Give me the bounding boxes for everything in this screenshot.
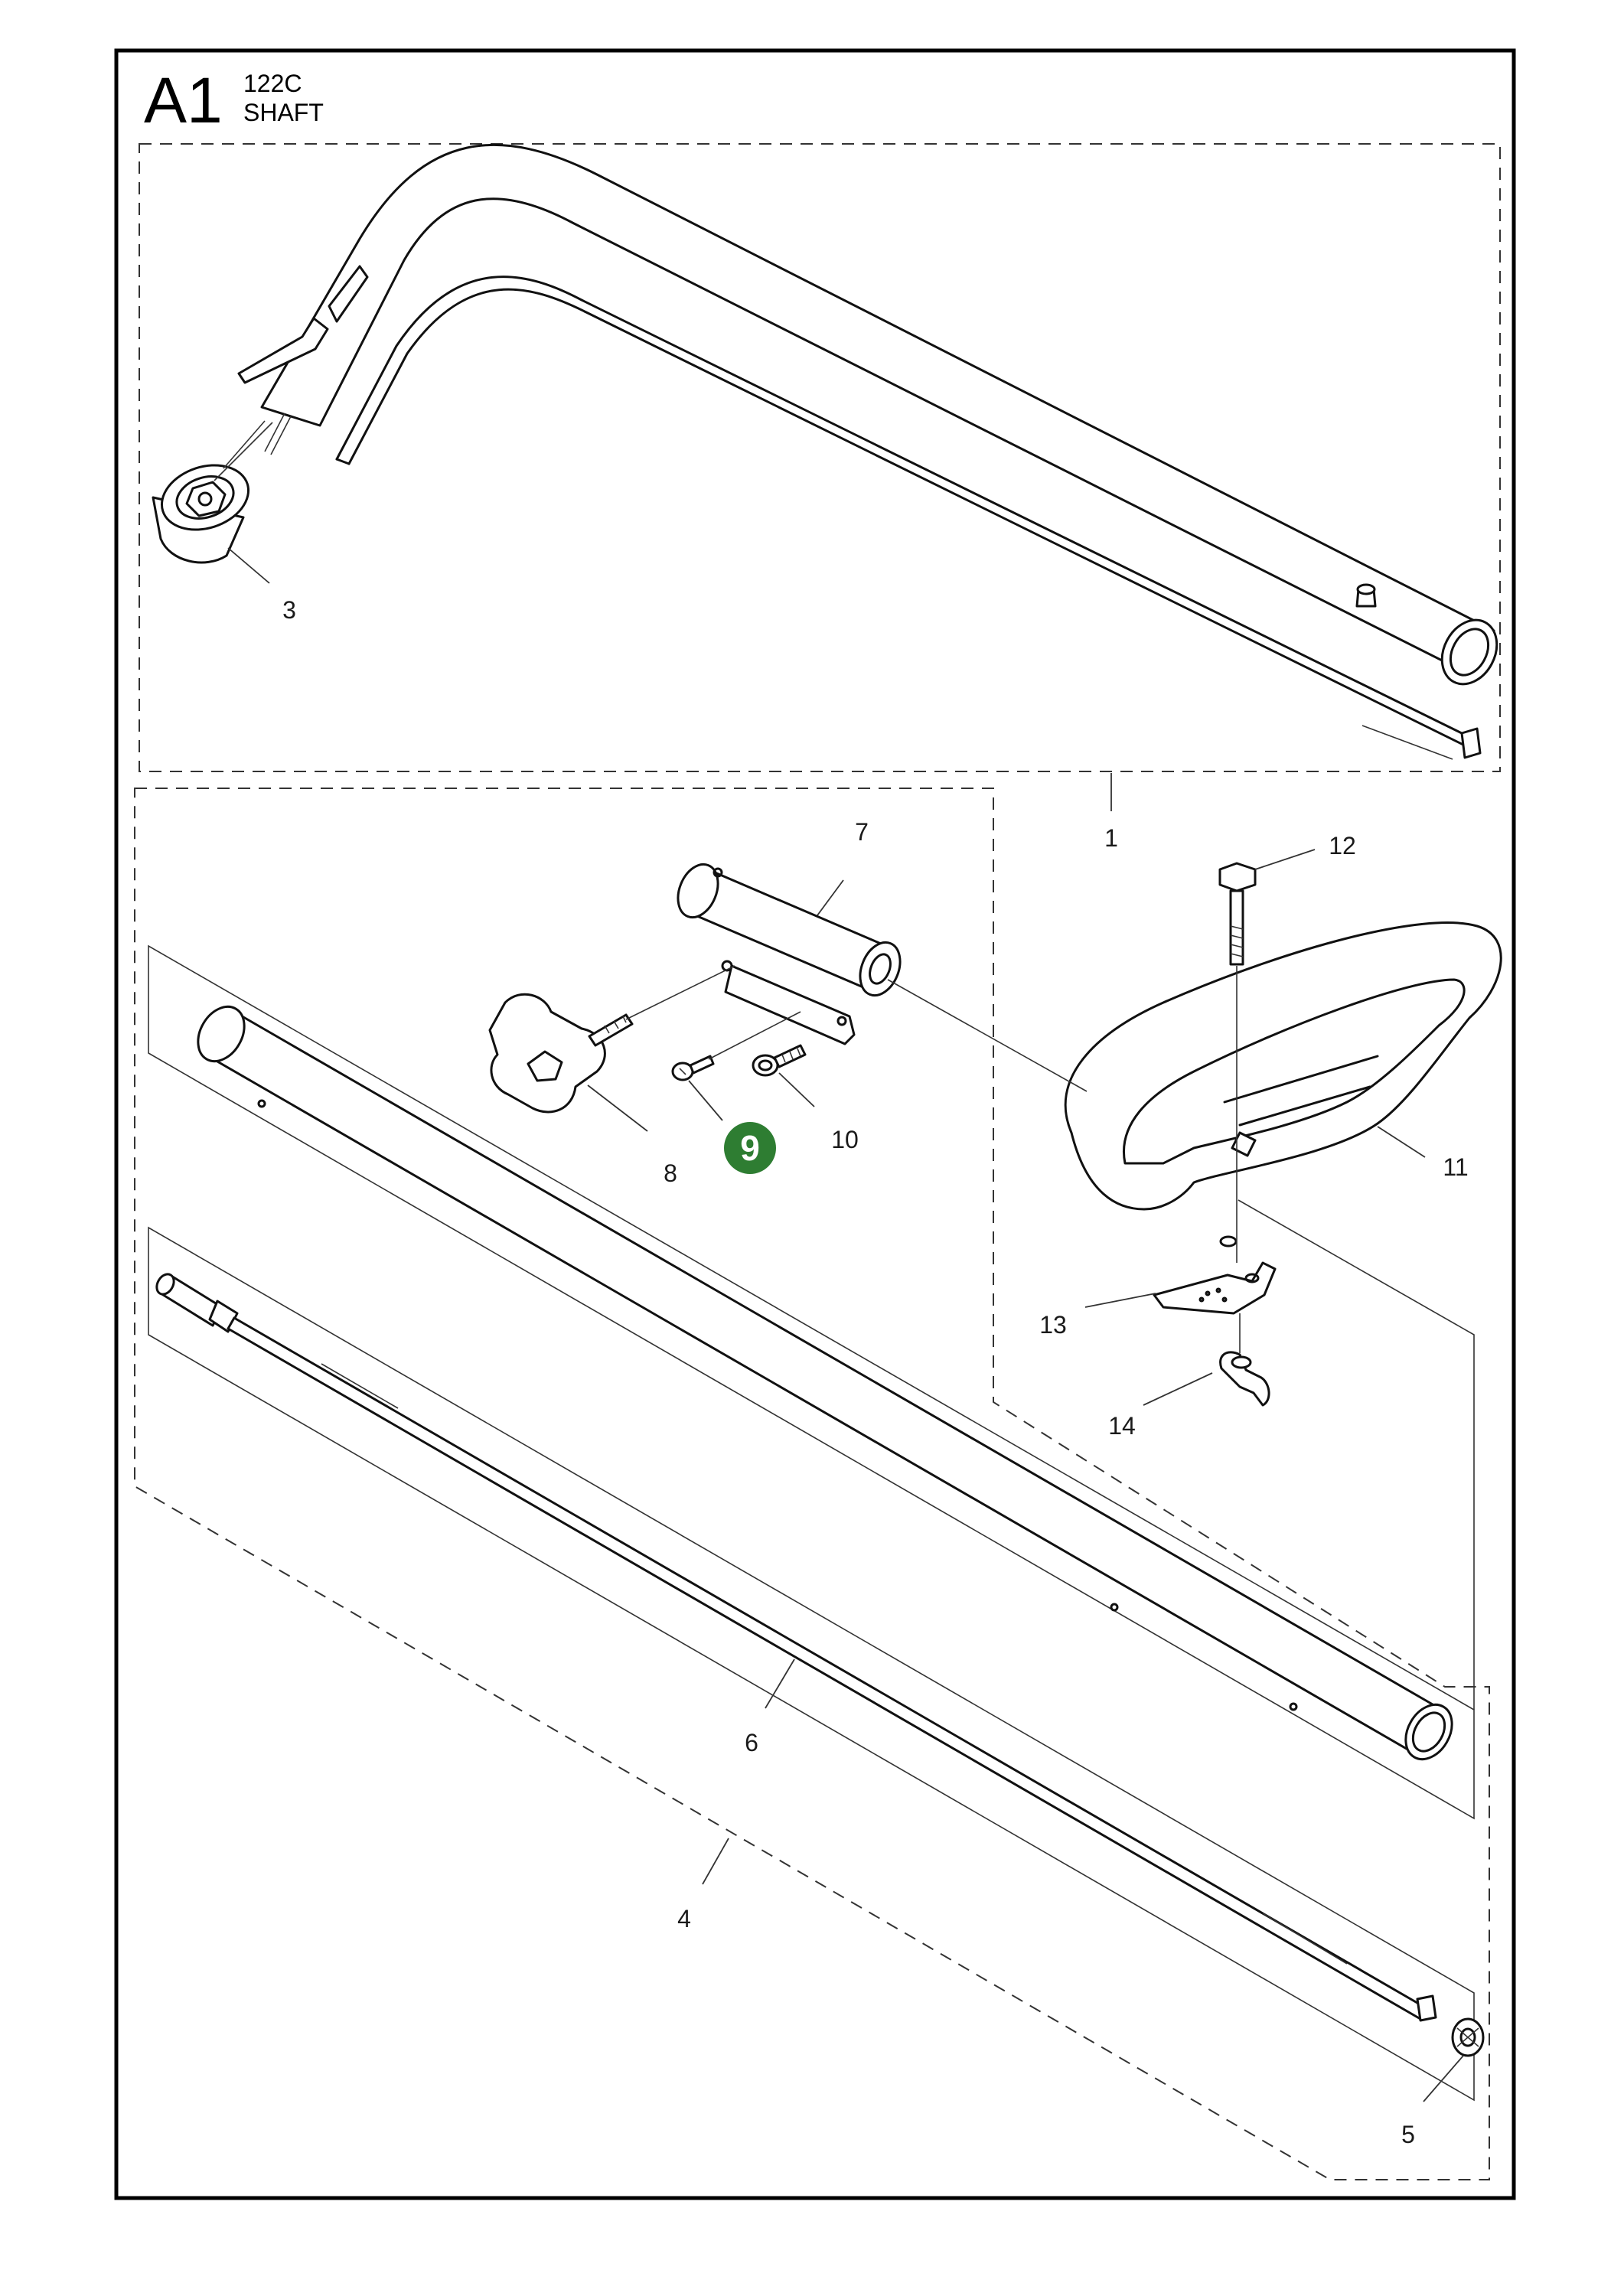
leader-8 — [587, 1084, 648, 1132]
callout-4: 4 — [677, 1905, 691, 1932]
leader-10 — [778, 1072, 815, 1107]
callout-7: 7 — [855, 818, 869, 846]
part-7-clamp[interactable] — [670, 859, 907, 1045]
group-boundary-upper-shaft — [139, 143, 1501, 772]
part-5-washer[interactable] — [1451, 2017, 1485, 2057]
leader-6 — [765, 1658, 795, 1709]
callout-9-highlight[interactable]: 9 — [724, 1122, 776, 1174]
guide-clamp-handle — [887, 979, 1088, 1092]
callout-6: 6 — [745, 1729, 758, 1756]
callout-3: 3 — [282, 596, 296, 624]
callout-11: 11 — [1443, 1153, 1468, 1181]
callout-12: 12 — [1329, 832, 1356, 859]
assembly-box-handle — [1238, 1199, 1475, 1710]
callout-14: 14 — [1108, 1412, 1136, 1440]
callout-9: 9 — [740, 1128, 760, 1168]
leader-5 — [1423, 2055, 1464, 2102]
guide-knob-clamp — [625, 965, 735, 1020]
page-frame — [114, 48, 1516, 2200]
part-1-upper-shaft[interactable] — [237, 143, 1508, 760]
assembly-name: SHAFT — [243, 99, 324, 126]
part-3-coupling-nut[interactable] — [152, 422, 273, 564]
leader-9 — [688, 1080, 723, 1121]
leader-3 — [227, 547, 270, 584]
callout-1: 1 — [1104, 824, 1118, 852]
callout-13: 13 — [1039, 1311, 1067, 1339]
callout-5: 5 — [1401, 2121, 1415, 2148]
part-8-star-knob[interactable] — [488, 993, 634, 1114]
group-boundary-lower-shaft — [134, 788, 1490, 2180]
section-code: A1 — [144, 64, 223, 136]
leader-13 — [1084, 1293, 1156, 1308]
highlight-badge — [724, 1122, 776, 1174]
assembly-box-tube — [148, 944, 1475, 1820]
assembly-box-driveshaft — [148, 1226, 1475, 2102]
callout-10: 10 — [831, 1126, 859, 1153]
part-4-drive-shaft[interactable] — [153, 1271, 1437, 2022]
leader-12 — [1254, 849, 1316, 870]
model-number: 122C — [243, 70, 302, 97]
guide-screw-clamp — [708, 1011, 801, 1060]
part-10-screw[interactable] — [752, 1044, 807, 1077]
part-11-loop-handle[interactable] — [1064, 921, 1502, 1247]
leader-14 — [1143, 1372, 1213, 1406]
leader-7 — [817, 879, 844, 916]
guide-shaft-nut — [223, 420, 266, 469]
part-6-lower-tube[interactable] — [189, 999, 1462, 1768]
part-9-screw[interactable] — [671, 1055, 715, 1081]
part-12-bolt[interactable] — [1218, 862, 1257, 966]
part-13-bracket[interactable] — [1153, 1261, 1277, 1315]
leader-11 — [1377, 1126, 1426, 1158]
part-14-wing-nut[interactable] — [1219, 1351, 1270, 1407]
leader-4 — [702, 1838, 729, 1885]
callout-8: 8 — [664, 1159, 677, 1187]
